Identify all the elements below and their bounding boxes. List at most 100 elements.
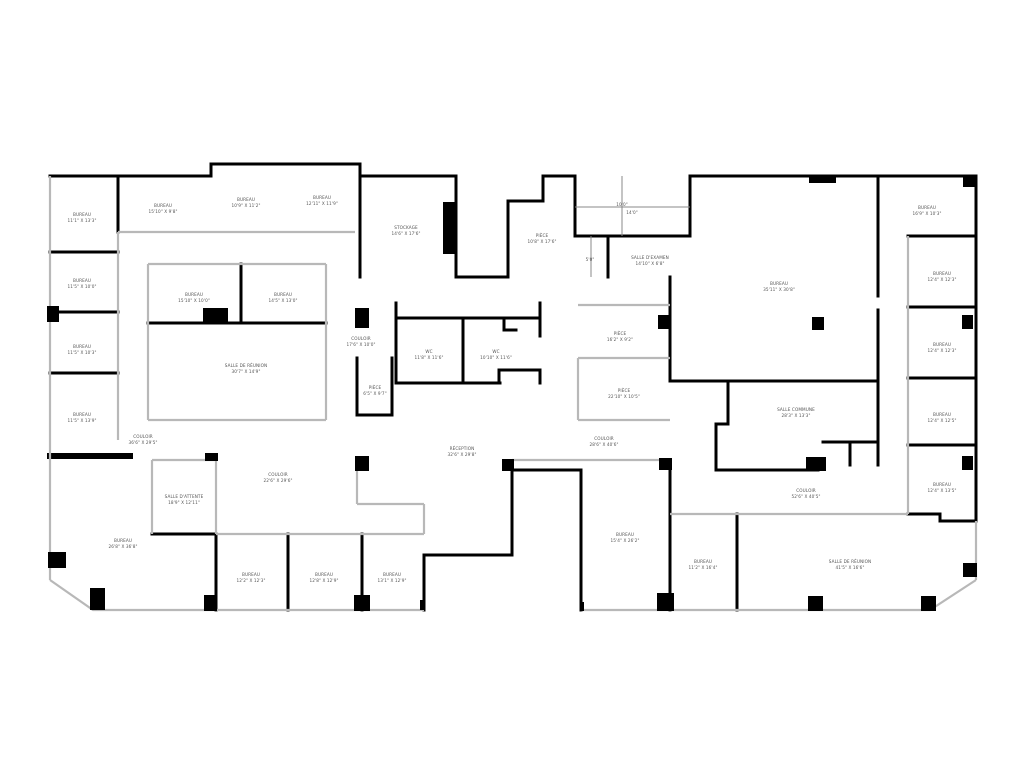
- room-name: COULOIR: [594, 436, 614, 441]
- glazing: [48, 176, 978, 612]
- room-dimensions: 10'10" X 11'6": [480, 355, 512, 360]
- room-name: SALLE DE RÉUNION: [828, 559, 872, 564]
- room-dimensions: 11'1" X 13'3": [67, 218, 97, 223]
- room-name: WC: [425, 349, 433, 354]
- room-name: BUREAU: [932, 482, 952, 487]
- room-dimensions: 13'1" X 12'9": [377, 578, 407, 583]
- room-dimensions: 12'4" X 12'3": [927, 277, 957, 282]
- room-name: BUREAU: [314, 572, 334, 577]
- room-dimensions: 18'9" X 12'11": [168, 500, 200, 505]
- room-dimensions: 36'6" X 29'5": [128, 440, 158, 445]
- room-dimensions: 12'2" X 12'3": [236, 578, 266, 583]
- room-name: BUREAU: [153, 203, 173, 208]
- room-name: COULOIR: [268, 472, 288, 477]
- room-dimensions: 28'3" X 13'3": [781, 413, 811, 418]
- room-dimensions: 22'10" X 10'5": [608, 394, 640, 399]
- room-dimensions: 35'11" X 30'8": [763, 287, 795, 292]
- room-dimensions: 14'6" X 17'6": [391, 231, 421, 236]
- room-name: BUREAU: [113, 538, 133, 543]
- room-dimensions: 12'4" X 12'3": [927, 348, 957, 353]
- room-name: BUREAU: [72, 278, 92, 283]
- room-name: PIÈCE: [368, 385, 382, 390]
- room-dimensions: 30'7" X 14'9": [231, 369, 261, 374]
- room-name: BUREAU: [72, 212, 92, 217]
- room-name: BUREAU: [236, 197, 256, 202]
- room-dimensions: 16'2" X 9'2": [606, 337, 634, 342]
- room-name: STOCKAGE: [394, 225, 418, 230]
- room-dimensions: 41'5" X 16'6": [835, 565, 865, 570]
- room-name: BUREAU: [184, 292, 204, 297]
- room-name: SALLE D'ATTENTE: [164, 494, 204, 499]
- room-dimensions: 11'8" X 11'6": [414, 355, 444, 360]
- dimension-mark: 10'0": [616, 202, 628, 207]
- room-name: BUREAU: [72, 344, 92, 349]
- columns: [47, 175, 977, 611]
- dimension-mark: 14'0": [626, 210, 638, 215]
- room-name: BUREAU: [241, 572, 261, 577]
- room-dimensions: 52'6" X 40'5": [791, 494, 821, 499]
- room-dimensions: 11'5" X 10'0": [67, 284, 97, 289]
- room-dimensions: 14'10" X 6'8": [635, 261, 665, 266]
- room-name: BUREAU: [382, 572, 402, 577]
- room-dimensions: 12'4" X 13'5": [927, 488, 957, 493]
- room-dimensions: 11'5" X 10'3": [67, 350, 97, 355]
- room-dimensions: 12'4" X 12'5": [927, 418, 957, 423]
- room-name: BUREAU: [917, 205, 937, 210]
- room-name: WC: [492, 349, 500, 354]
- room-name: PIÈCE: [613, 331, 627, 336]
- room-dimensions: 15'10" X 10'0": [178, 298, 210, 303]
- room-dimensions: 10'9" X 11'2": [231, 203, 261, 208]
- room-name: PIÈCE: [535, 233, 549, 238]
- room-name: SALLE D'EXAMEN: [631, 255, 669, 260]
- room-dimensions: 12'8" X 12'9": [309, 578, 339, 583]
- room-dimensions: 17'6" X 10'0": [346, 342, 376, 347]
- room-name: BUREAU: [932, 412, 952, 417]
- room-name: BUREAU: [72, 412, 92, 417]
- room-name: COULOIR: [133, 434, 153, 439]
- room-name: BUREAU: [932, 342, 952, 347]
- room-dimensions: 10'8" X 17'6": [527, 239, 557, 244]
- room-dimensions: 15'10" X 9'8": [148, 209, 178, 214]
- room-name: SALLE DE RÉUNION: [224, 363, 268, 368]
- room-dimensions: 11'5" X 13'9": [67, 418, 97, 423]
- room-name: COULOIR: [796, 488, 816, 493]
- room-name: PIÈCE: [617, 388, 631, 393]
- room-dimensions: 11'2" X 16'4": [688, 565, 718, 570]
- room-dimensions: 16'9" X 10'3": [912, 211, 942, 216]
- room-dimensions: 28'6" X 40'6": [589, 442, 619, 447]
